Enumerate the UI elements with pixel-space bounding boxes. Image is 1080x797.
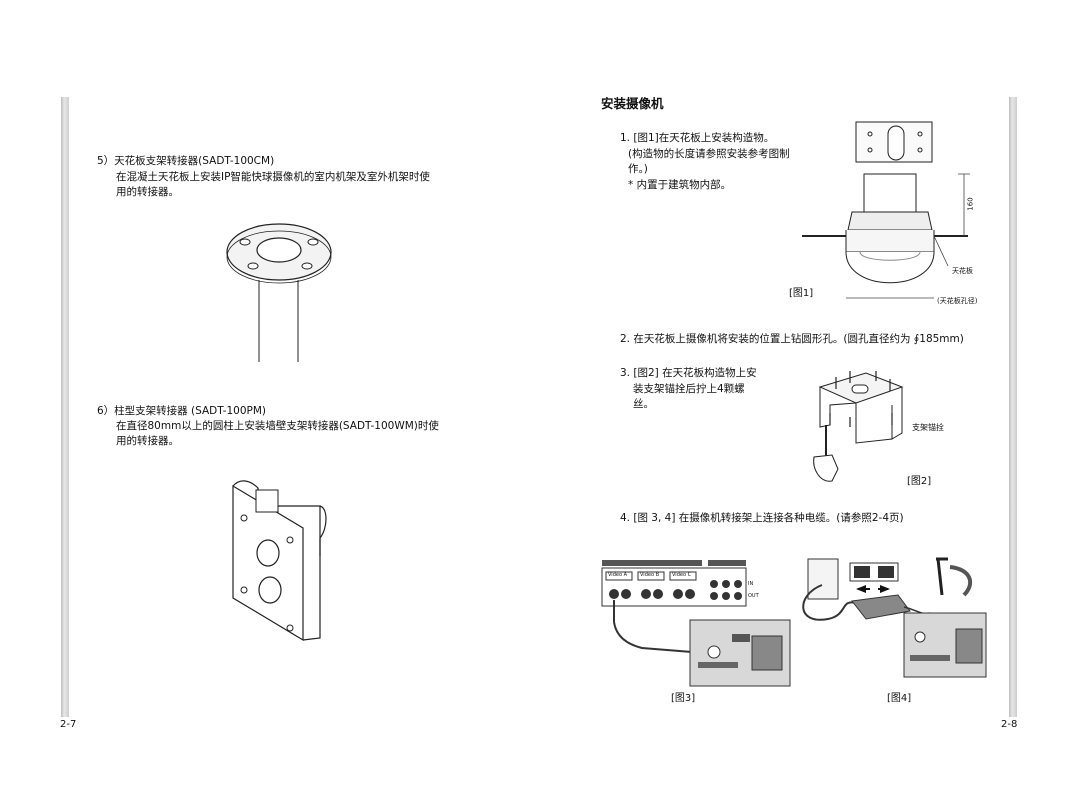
step3-line3: 丝。 [633, 398, 654, 410]
figure4-illustration [800, 555, 990, 685]
figure1-caption: [图1] [789, 288, 814, 299]
figure3-in: IN [748, 581, 754, 587]
item5-title: 5）天花板支架转接器(SADT-100CM) [97, 155, 275, 167]
step2-text: 2. 在天花板上摄像机将安装的位置上钻圆形孔。(圆孔直径约为 ∮185mm) [620, 333, 964, 345]
step3-line1: 3. [图2] 在天花板构造物上安 [620, 367, 757, 379]
figure3-video-c: Video C [672, 572, 692, 578]
step3-line2: 装支架锚拴后拧上4颗螺 [633, 383, 745, 395]
ceiling-adapter-illustration [225, 222, 335, 362]
left-page-number: 2-7 [60, 719, 77, 730]
figure3-caption: [图3] [671, 693, 696, 704]
figure2-label-anchor: 支架锚拴 [912, 423, 944, 432]
section-heading: 安装摄像机 [601, 96, 664, 111]
figure2-illustration [806, 371, 916, 485]
figure3-out: OUT [748, 593, 759, 599]
item5-desc-line2: 用的转接器。 [116, 186, 179, 198]
figure1-dimension: 160 [966, 197, 975, 211]
item6-desc-line2: 用的转接器。 [116, 435, 179, 447]
step1-line3: 作。) [628, 163, 648, 175]
figure2-caption: [图2] [907, 476, 932, 487]
left-margin-bar [61, 97, 69, 717]
item6-title: 6）柱型支架转接器 (SADT-100PM) [97, 405, 267, 417]
figure3-video-b: Video B [640, 572, 660, 578]
figure1-illustration [798, 118, 970, 308]
figure3-video-a: Video A [608, 572, 628, 578]
step1-line2: (构造物的长度请参照安装参考图制 [628, 148, 790, 160]
step4-text: 4. [图 3, 4] 在摄像机转接架上连接各种电缆。(请参照2-4页) [620, 512, 904, 524]
pole-adapter-illustration [228, 478, 333, 643]
figure1-label-hole: (天花板孔径) [937, 297, 978, 305]
item5-desc-line1: 在混凝土天花板上安装IP智能快球摄像机的室内机架及室外机架时使 [116, 171, 430, 183]
step1-line1: 1. [图1]在天花板上安装构造物。 [620, 132, 775, 144]
figure3-illustration [602, 560, 792, 690]
item6-desc-line1: 在直径80mm以上的圆柱上安装墙壁支架转接器(SADT-100WM)时使 [116, 420, 439, 432]
figure1-label-ceiling: 天花板 [952, 267, 973, 275]
right-page-number: 2-8 [1001, 719, 1018, 730]
figure4-caption: [图4] [887, 693, 912, 704]
step1-note: * 内置于建筑物内部。 [628, 179, 732, 191]
right-margin-bar [1009, 97, 1017, 717]
